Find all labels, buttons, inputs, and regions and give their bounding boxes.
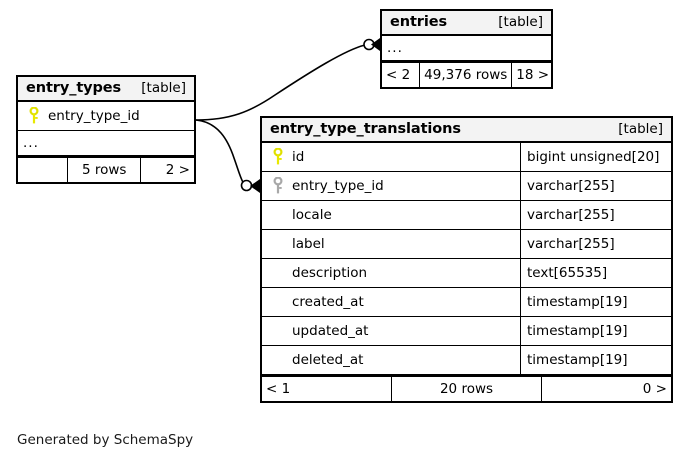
- table-row[interactable]: updated_at timestamp[19]: [262, 317, 671, 346]
- column-name: entry_type_id: [292, 178, 384, 194]
- column-name-cell: description: [262, 259, 520, 287]
- primary-key-icon: [268, 148, 288, 166]
- footer-row-count: 49,376 rows: [419, 63, 513, 87]
- footer-row-count: 5 rows: [67, 158, 142, 182]
- column-type: text[65535]: [520, 259, 671, 287]
- column-name: entry_type_id: [48, 108, 140, 124]
- footer-children-count[interactable]: 0 >: [642, 381, 667, 397]
- table-node-entries[interactable]: entries [table] ... < 2 49,376 rows 18 >: [380, 9, 553, 89]
- footer-parents-count[interactable]: [18, 158, 67, 182]
- column-name: created_at: [292, 294, 364, 310]
- table-footer-entry-type-translations: < 1 20 rows 0 >: [262, 375, 671, 401]
- column-type: timestamp[19]: [520, 317, 671, 345]
- column-type: varchar[255]: [520, 172, 671, 200]
- table-title: entry_types: [26, 80, 122, 96]
- table-header-entries: entries [table]: [382, 11, 551, 36]
- footer-children-count[interactable]: 18 >: [516, 67, 550, 83]
- table-type-tag: [table]: [141, 80, 186, 96]
- column-name-cell: entry_type_id: [262, 172, 520, 200]
- column-name: locale: [292, 207, 332, 223]
- table-title: entry_type_translations: [270, 121, 461, 137]
- column-name-cell: deleted_at: [262, 346, 520, 374]
- table-row[interactable]: id bigint unsigned[20]: [262, 143, 671, 172]
- foreign-key-icon: [268, 177, 288, 195]
- table-row[interactable]: entry_type_id: [18, 102, 194, 131]
- column-name: label: [292, 236, 325, 252]
- footer-parents-count[interactable]: < 2: [386, 67, 411, 83]
- table-footer-entry-types: 5 rows 2 >: [18, 156, 194, 182]
- table-type-tag: [table]: [618, 121, 663, 137]
- column-name-cell: locale: [262, 201, 520, 229]
- column-name: id: [292, 149, 305, 165]
- table-row[interactable]: label varchar[255]: [262, 230, 671, 259]
- column-type: timestamp[19]: [520, 346, 671, 374]
- primary-key-icon: [24, 107, 44, 125]
- table-title: entries: [390, 14, 447, 30]
- footer-children-count[interactable]: 2 >: [165, 162, 190, 178]
- table-row[interactable]: description text[65535]: [262, 259, 671, 288]
- table-header-entry-types: entry_types [table]: [18, 77, 194, 102]
- more-columns-indicator: ...: [382, 36, 551, 61]
- column-name-cell: label: [262, 230, 520, 258]
- table-header-entry-type-translations: entry_type_translations [table]: [262, 118, 671, 143]
- column-name-cell: created_at: [262, 288, 520, 316]
- column-name: deleted_at: [292, 352, 364, 368]
- column-type: varchar[255]: [520, 230, 671, 258]
- column-name-cell: entry_type_id: [18, 102, 194, 130]
- table-node-entry-types[interactable]: entry_types [table] entry_type_id ... 5 …: [16, 75, 196, 184]
- table-row[interactable]: locale varchar[255]: [262, 201, 671, 230]
- column-name-cell: updated_at: [262, 317, 520, 345]
- table-row[interactable]: created_at timestamp[19]: [262, 288, 671, 317]
- relationship-entry-types-to-entries: [195, 38, 380, 121]
- table-node-entry-type-translations[interactable]: entry_type_translations [table] id bigin…: [260, 116, 673, 403]
- column-name-cell: id: [262, 143, 520, 171]
- table-type-tag: [table]: [498, 14, 543, 30]
- column-type: timestamp[19]: [520, 288, 671, 316]
- generator-credit: Generated by SchemaSpy: [17, 432, 194, 448]
- column-type: varchar[255]: [520, 201, 671, 229]
- table-footer-entries: < 2 49,376 rows 18 >: [382, 61, 551, 87]
- more-columns-indicator: ...: [18, 131, 194, 156]
- table-row[interactable]: entry_type_id varchar[255]: [262, 172, 671, 201]
- column-name: description: [292, 265, 368, 281]
- footer-row-count: 20 rows: [390, 377, 543, 401]
- column-type: bigint unsigned[20]: [520, 143, 671, 171]
- column-name: updated_at: [292, 323, 369, 339]
- relationship-entry-types-to-entry-type-translations: [195, 119, 272, 193]
- table-row[interactable]: deleted_at timestamp[19]: [262, 346, 671, 375]
- footer-parents-count[interactable]: < 1: [266, 381, 291, 397]
